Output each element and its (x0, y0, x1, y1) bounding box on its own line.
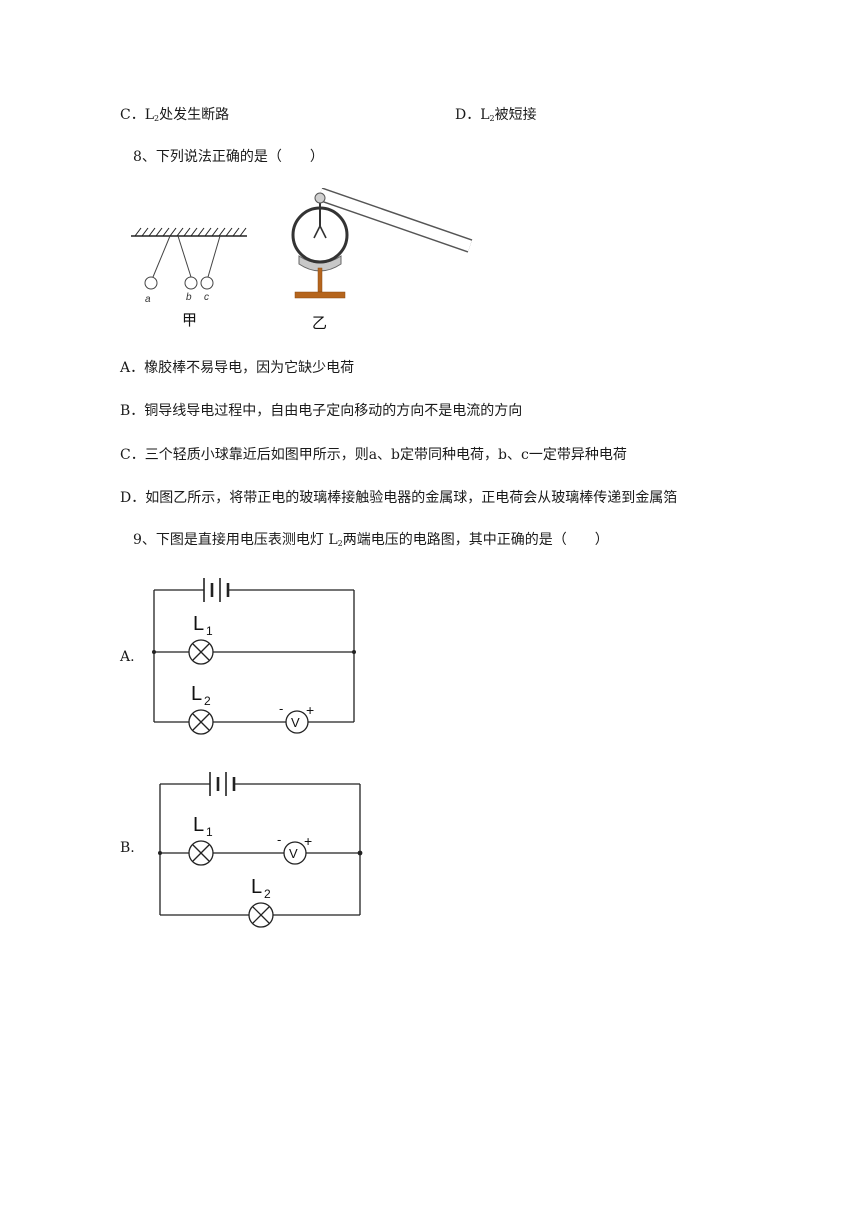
circuit-b-l1-sub: 1 (206, 825, 213, 839)
ball-a-label: a (145, 294, 151, 305)
q9-stem-pre: 9、下图是直接用电压表测电灯 L (133, 532, 338, 548)
circuit-b-label: B. (120, 840, 135, 856)
circuit-b-l2-label: L (251, 876, 262, 898)
circuit-a-l2-sub: 2 (204, 694, 211, 708)
q7-option-d-sub: 2 (489, 114, 495, 123)
circuit-a-l1-sub: 1 (206, 624, 213, 638)
circuit-b-minus: - (277, 832, 281, 847)
circuit-a-meter-label: V (291, 715, 300, 730)
circuit-b-voltmeter: V (283, 841, 307, 865)
figure-yi: 乙 (291, 188, 473, 332)
circuit-a: L 1 L 2 V - + (152, 578, 356, 735)
ball-b-label: b (186, 292, 192, 303)
circuit-b-l1-label: L (193, 814, 204, 836)
q8-option-c: C．三个轻质小球靠近后如图甲所示，则a、b定带同种电荷，b、c一定带异种电荷 (120, 447, 627, 463)
ball-b (184, 276, 198, 290)
q9-stem: 9、下图是直接用电压表测电灯 L2两端电压的电路图，其中正确的是（ ） (133, 530, 609, 554)
circuit-b-l2-sub: 2 (264, 887, 271, 901)
circuit-a-lamp-l1 (188, 639, 214, 665)
circuit-b-lamp-l1 (188, 840, 214, 866)
circuit-b-plus: + (304, 833, 312, 849)
q8-option-a: A．橡胶棒不易导电，因为它缺少电荷 (120, 360, 355, 376)
figure-jia-caption: 甲 (182, 312, 197, 329)
ball-c (200, 276, 214, 290)
circuit-a-label: A. (120, 649, 135, 665)
circuit-a-lamp-l2 (188, 709, 214, 735)
ball-a (144, 276, 158, 290)
q7-option-d-text: 被短接 (494, 107, 537, 123)
q7-option-d: D．L2被短接 (455, 105, 537, 129)
figure-yi-caption: 乙 (312, 315, 327, 332)
ball-c-label: c (204, 292, 209, 303)
q8-option-b: B．铜导线导电过程中，自由电子定向移动的方向不是电流的方向 (120, 403, 523, 419)
q8-stem: 8、下列说法正确的是（ ） (133, 149, 324, 165)
q7-option-c-prefix: C．L (120, 107, 155, 123)
circuit-b: L 1 V - + L 2 (158, 772, 363, 928)
circuit-a-minus: - (279, 701, 283, 716)
q7-option-c-sub: 2 (154, 114, 160, 123)
circuit-a-voltmeter: V (285, 710, 309, 734)
circuit-a-l2-label: L (191, 683, 202, 705)
q7-option-c: C．L2处发生断路 (120, 105, 229, 129)
q7-option-c-text: 处发生断路 (159, 107, 230, 123)
q9-stem-sub: 2 (337, 539, 343, 548)
q9-stem-post: 两端电压的电路图，其中正确的是（ ） (342, 532, 609, 548)
circuit-b-lamp-l2 (248, 902, 274, 928)
q7-option-d-prefix: D．L (455, 107, 490, 123)
figure-jia: a b c 甲 (131, 227, 247, 329)
circuit-a-plus: + (306, 702, 314, 718)
q8-option-d: D．如图乙所示，将带正电的玻璃棒接触验电器的金属球，正电荷会从玻璃棒传递到金属箔 (120, 490, 678, 506)
circuit-a-l1-label: L (193, 613, 204, 635)
circuit-b-meter-label: V (289, 846, 298, 861)
